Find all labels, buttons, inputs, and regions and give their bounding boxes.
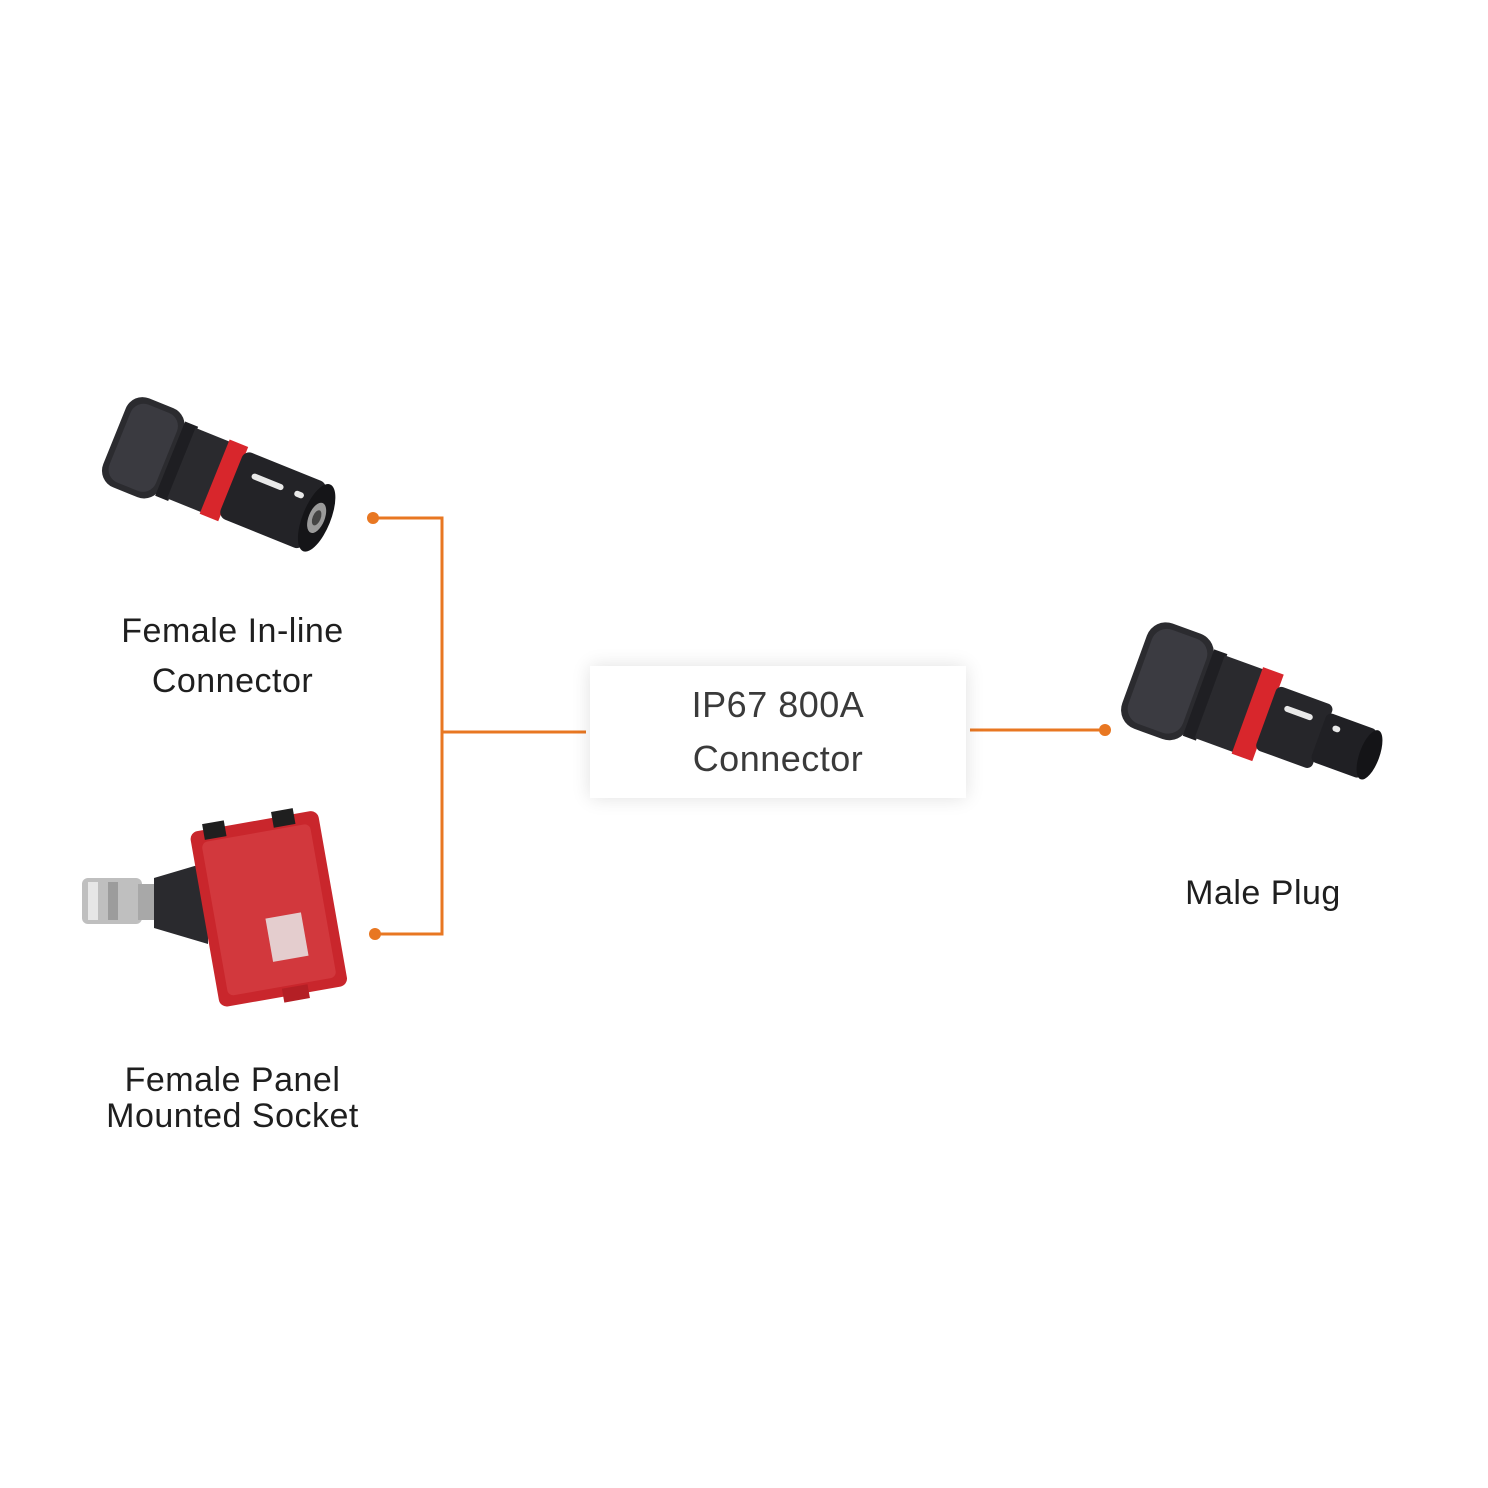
female-inline-label: Female In-line Connector xyxy=(80,606,385,706)
male-plug-label-line1: Male Plug xyxy=(1185,874,1341,912)
female-panel-label: Female Panel Mounted Socket xyxy=(80,1062,385,1134)
dot-panel xyxy=(369,928,381,940)
female-inline-label-line2: Connector xyxy=(151,662,314,700)
female-panel-socket-image xyxy=(82,808,348,1007)
dot-male xyxy=(1099,724,1111,736)
line-inline xyxy=(373,516,444,936)
male-plug-image xyxy=(1121,622,1383,780)
female-panel-label-line2: Mounted Socket xyxy=(106,1097,359,1135)
female-panel-label-line1: Female Panel xyxy=(124,1061,341,1099)
female-inline-connector-image xyxy=(101,397,336,552)
dot-inline xyxy=(367,512,379,524)
center-connector-box: IP67 800A Connector xyxy=(590,666,966,798)
center-title-line1: IP67 800A xyxy=(691,684,865,725)
female-inline-label-line1: Female In-line xyxy=(121,612,344,650)
male-plug-label: Male Plug xyxy=(1140,868,1386,918)
center-title-line2: Connector xyxy=(692,738,864,779)
